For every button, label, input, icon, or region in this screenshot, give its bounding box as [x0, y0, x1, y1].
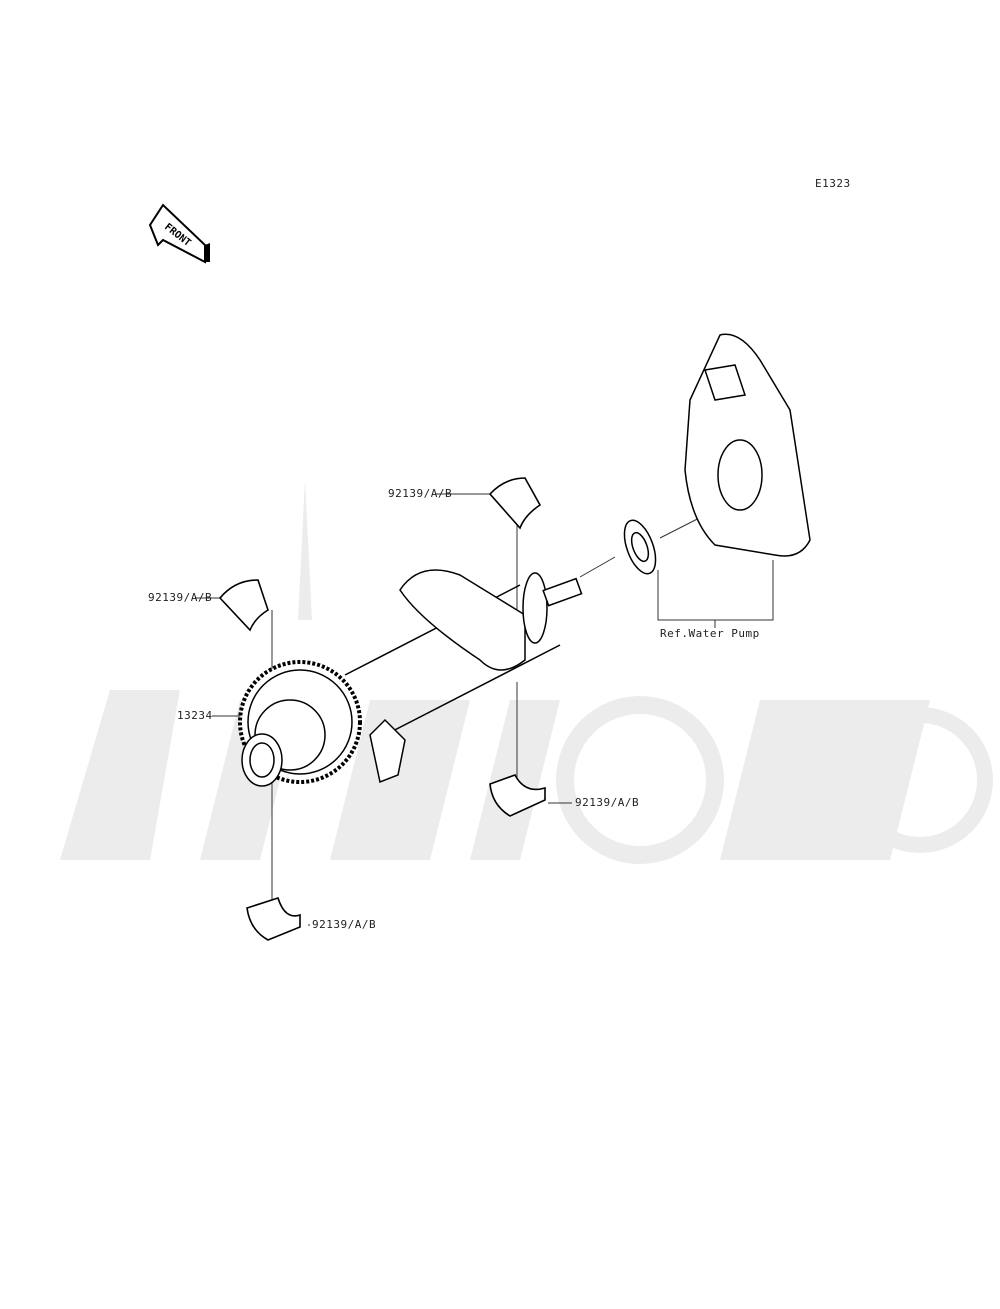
bearing-lower-middle: [489, 774, 546, 817]
reference-water-pump: Ref.Water Pump: [660, 627, 760, 640]
part-label-92139-left[interactable]: 92139/A/B: [148, 591, 213, 604]
bearing-shells: [218, 477, 546, 941]
water-pump-parts: [623, 333, 811, 575]
part-label-92139-bottom[interactable]: 92139/A/B: [312, 918, 377, 931]
bearing-bottom: [246, 896, 301, 941]
part-label-13234[interactable]: 13234: [177, 709, 213, 722]
bearing-top-middle: [488, 477, 542, 530]
part-label-92139-top[interactable]: 92139/A/B: [388, 487, 453, 500]
bearing-left: [218, 579, 269, 632]
diagram-code: E1323: [815, 177, 851, 190]
leader-lines: [195, 493, 774, 926]
balancer-shaft: [238, 569, 583, 787]
part-label-92139-lower[interactable]: 92139/A/B: [575, 796, 640, 809]
front-arrow-icon: FRONT: [148, 203, 210, 264]
watermark-logo: [60, 480, 993, 864]
